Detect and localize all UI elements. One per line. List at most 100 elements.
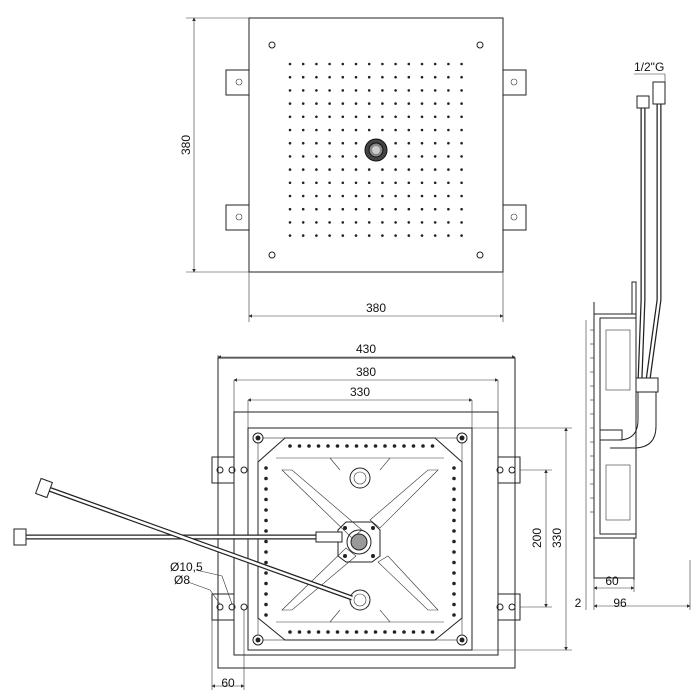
nozzle-dot (460, 89, 463, 92)
rivet (430, 444, 435, 448)
nozzle-dot (315, 89, 318, 92)
nozzle-dot (460, 128, 463, 132)
nozzle-dot (341, 89, 345, 92)
nozzle-dot (301, 141, 305, 145)
nozzle-dot (381, 168, 384, 171)
nozzle-dot (433, 141, 437, 145)
mounting-brackets (225, 69, 527, 231)
side-nozzle-ticks (590, 329, 594, 513)
nozzle-dot (341, 155, 345, 158)
nozzle-dot (447, 207, 450, 211)
nozzle-dot (394, 168, 397, 171)
nozzle-dot (367, 102, 371, 105)
dim-2-label: 2 (575, 596, 582, 610)
nozzle-dot (301, 181, 305, 185)
nozzle-dot (288, 115, 292, 119)
nozzle-dot (394, 181, 397, 185)
nozzle-dot (420, 75, 424, 79)
nozzle-dot (407, 221, 411, 224)
rivet (392, 444, 397, 448)
nozzle-dot (407, 234, 411, 237)
rivet (264, 571, 268, 575)
nozzle-dot (367, 168, 371, 171)
nozzle-dot (301, 207, 305, 211)
nozzle-dot (381, 75, 384, 79)
rivet (452, 508, 456, 512)
nozzle-dot (288, 221, 292, 224)
rivet (264, 466, 268, 470)
rivet (297, 444, 302, 448)
nozzle-dot (381, 234, 384, 237)
rivet (452, 476, 456, 481)
rivet (354, 444, 359, 448)
nozzle-dot (354, 234, 358, 237)
nozzle-dot (407, 141, 411, 145)
front-view-dimensions (187, 355, 572, 690)
nozzle-dot (328, 102, 331, 105)
nozzle-dot (341, 181, 345, 185)
nozzle-dot (341, 75, 345, 79)
rivet (452, 602, 456, 607)
nozzle-dot (420, 62, 424, 66)
flex-hose-upper (13, 528, 343, 546)
nozzle-dot (341, 128, 345, 132)
nozzle-dot (447, 181, 450, 185)
nozzle-dot (354, 141, 358, 145)
rivet (402, 444, 406, 448)
nozzle-dot (288, 168, 292, 171)
nozzle-dot (460, 168, 463, 171)
nozzle-dot (381, 89, 384, 92)
nozzle-dot (381, 115, 384, 119)
nozzle-dot (315, 115, 318, 119)
nozzle-dot (328, 168, 331, 171)
nozzle-dot (354, 115, 358, 119)
nozzle-dot (315, 102, 318, 105)
nozzle-dot (460, 234, 463, 237)
nozzle-dot (407, 115, 411, 119)
nozzle-dot (341, 168, 345, 171)
nozzle-dot (407, 207, 411, 211)
rivet (264, 476, 268, 481)
nozzle-dot (354, 75, 358, 79)
rivet (264, 550, 268, 554)
nozzle-dot (460, 62, 463, 66)
nozzle-dot (447, 62, 450, 66)
rivet (364, 630, 368, 634)
internal-plate (257, 437, 463, 641)
nozzle-dot (381, 62, 384, 66)
rivet (452, 466, 456, 470)
rivet (373, 444, 378, 448)
nozzle-dot (354, 207, 358, 211)
rivet (264, 539, 268, 544)
nozzle-dot (301, 89, 305, 92)
nozzle-dot (433, 89, 437, 92)
nozzle-dot (354, 62, 358, 66)
rivet (452, 539, 456, 544)
nozzle-dot (420, 141, 424, 145)
nozzle-dot (420, 168, 424, 171)
dim-380-label: 380 (356, 365, 376, 379)
nozzle-dot (420, 115, 424, 119)
nozzle-dot (447, 115, 450, 119)
nozzle-dot (394, 89, 397, 92)
rivet (264, 581, 268, 586)
nozzle-dot (328, 181, 331, 185)
nozzle-dot (447, 155, 450, 158)
rivet (335, 444, 340, 448)
nozzle-dot (301, 62, 305, 66)
nozzle-dot (288, 75, 292, 79)
rivet (288, 444, 292, 448)
nozzle-dot (433, 234, 437, 237)
nozzle-dot (394, 234, 397, 237)
housing-mid-380 (233, 411, 499, 656)
nozzle-dot (328, 207, 331, 211)
nozzle-dot (354, 168, 358, 171)
rivet (452, 613, 456, 617)
nozzle-dot (460, 75, 463, 79)
nozzle-dot (367, 89, 371, 92)
lower-outlet-icon (349, 589, 371, 611)
nozzle-dot (381, 128, 384, 132)
rivet (264, 487, 268, 491)
inlet-pipe (610, 81, 666, 449)
top-view-dimensions (186, 17, 504, 322)
